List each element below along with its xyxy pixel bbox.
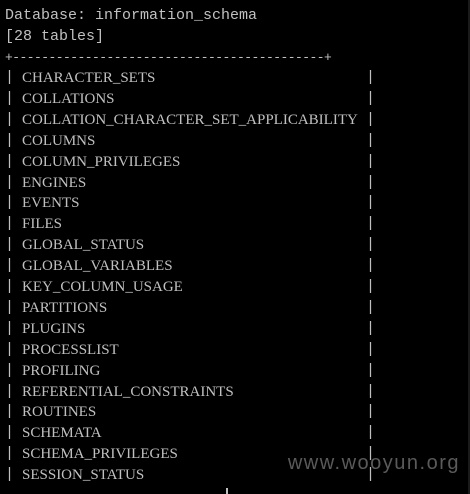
row-left-border: | bbox=[5, 445, 15, 462]
row-left-border: | bbox=[5, 424, 15, 441]
table-row: | CHARACTER_SETS | bbox=[0, 68, 380, 88]
table-name: SCHEMATA bbox=[22, 425, 102, 441]
row-right-border: | bbox=[366, 215, 376, 232]
table-row: | ROUTINES | bbox=[0, 402, 380, 422]
table-name: ROUTINES bbox=[22, 404, 97, 420]
table-name: SESSION_STATUS bbox=[22, 467, 145, 483]
table-row: | EVENTS | bbox=[0, 193, 380, 213]
row-right-border: | bbox=[366, 424, 376, 441]
table-name: FILES bbox=[22, 216, 63, 232]
row-right-border: | bbox=[366, 69, 376, 86]
table-row: | REFERENTIAL_CONSTRAINTS | bbox=[0, 382, 380, 402]
row-right-border: | bbox=[366, 403, 376, 420]
row-right-border: | bbox=[366, 362, 376, 379]
table-row: | PARTITIONS | bbox=[0, 298, 380, 318]
table-name: EVENTS bbox=[22, 195, 80, 211]
table-row: | FILES | bbox=[0, 214, 380, 234]
table-name: PROFILING bbox=[22, 363, 101, 379]
database-line: Database: information_schema bbox=[5, 7, 258, 24]
table-row: | COLUMN_PRIVILEGES | bbox=[0, 152, 380, 172]
row-left-border: | bbox=[5, 90, 15, 107]
row-left-border: | bbox=[5, 215, 15, 232]
row-right-border: | bbox=[366, 111, 376, 128]
row-left-border: | bbox=[5, 320, 15, 337]
scrollbar[interactable] bbox=[468, 0, 470, 494]
table-row: | PROFILING | bbox=[0, 361, 380, 381]
table-row: | SESSION_STATUS | bbox=[0, 465, 380, 485]
table-name: GLOBAL_STATUS bbox=[22, 237, 145, 253]
table-row: | SCHEMATA | bbox=[0, 423, 380, 443]
row-left-border: | bbox=[5, 383, 15, 400]
row-right-border: | bbox=[366, 299, 376, 316]
table-name: PLUGINS bbox=[22, 321, 86, 337]
table-name: COLLATION_CHARACTER_SET_APPLICABILITY bbox=[22, 112, 358, 128]
row-left-border: | bbox=[5, 278, 15, 295]
row-right-border: | bbox=[366, 194, 376, 211]
table-name: REFERENTIAL_CONSTRAINTS bbox=[22, 384, 234, 400]
row-left-border: | bbox=[5, 69, 15, 86]
table-row: | COLUMNS | bbox=[0, 131, 380, 151]
row-left-border: | bbox=[5, 194, 15, 211]
row-right-border: | bbox=[366, 90, 376, 107]
row-left-border: | bbox=[5, 236, 15, 253]
row-left-border: | bbox=[5, 132, 15, 149]
table-name: COLLATIONS bbox=[22, 91, 115, 107]
table-row: | COLLATIONS | bbox=[0, 89, 380, 109]
table-row: | PROCESSLIST | bbox=[0, 340, 380, 360]
table-row: | COLLATION_CHARACTER_SET_APPLICABILITY | bbox=[0, 110, 380, 130]
table-row: | SCHEMA_PRIVILEGES | bbox=[0, 444, 380, 464]
table-name: COLUMN_PRIVILEGES bbox=[22, 154, 181, 170]
table-name: COLUMNS bbox=[22, 133, 96, 149]
table-name: SCHEMA_PRIVILEGES bbox=[22, 446, 178, 462]
table-row: | KEY_COLUMN_USAGE | bbox=[0, 277, 380, 297]
table-name: PROCESSLIST bbox=[22, 342, 119, 358]
row-right-border: | bbox=[366, 132, 376, 149]
row-left-border: | bbox=[5, 299, 15, 316]
table-name: CHARACTER_SETS bbox=[22, 70, 156, 86]
table-row: | GLOBAL_STATUS | bbox=[0, 235, 380, 255]
row-left-border: | bbox=[5, 362, 15, 379]
row-right-border: | bbox=[366, 466, 376, 483]
tables-count-line: [28 tables] bbox=[5, 28, 105, 45]
table-row: | PLUGINS | bbox=[0, 319, 380, 339]
row-left-border: | bbox=[5, 174, 15, 191]
watermark: www.wooyun.org bbox=[287, 452, 460, 474]
table-row: | ENGINES | bbox=[0, 173, 380, 193]
row-left-border: | bbox=[5, 257, 15, 274]
row-right-border: | bbox=[366, 320, 376, 337]
table-name: ENGINES bbox=[22, 175, 87, 191]
table-row: | GLOBAL_VARIABLES | bbox=[0, 256, 380, 276]
row-right-border: | bbox=[366, 278, 376, 295]
row-right-border: | bbox=[366, 153, 376, 170]
row-right-border: | bbox=[366, 445, 376, 462]
row-right-border: | bbox=[366, 174, 376, 191]
row-right-border: | bbox=[366, 341, 376, 358]
row-right-border: | bbox=[366, 257, 376, 274]
row-left-border: | bbox=[5, 341, 15, 358]
table-name: PARTITIONS bbox=[22, 300, 108, 316]
row-left-border: | bbox=[5, 466, 15, 483]
row-right-border: | bbox=[366, 236, 376, 253]
table-name: KEY_COLUMN_USAGE bbox=[22, 279, 183, 295]
table-name: GLOBAL_VARIABLES bbox=[22, 258, 173, 274]
row-left-border: | bbox=[5, 403, 15, 420]
table-top-border: +---------------------------------------… bbox=[5, 50, 332, 65]
row-right-border: | bbox=[366, 383, 376, 400]
row-left-border: | bbox=[5, 153, 15, 170]
cursor bbox=[226, 488, 228, 494]
row-left-border: | bbox=[5, 111, 15, 128]
